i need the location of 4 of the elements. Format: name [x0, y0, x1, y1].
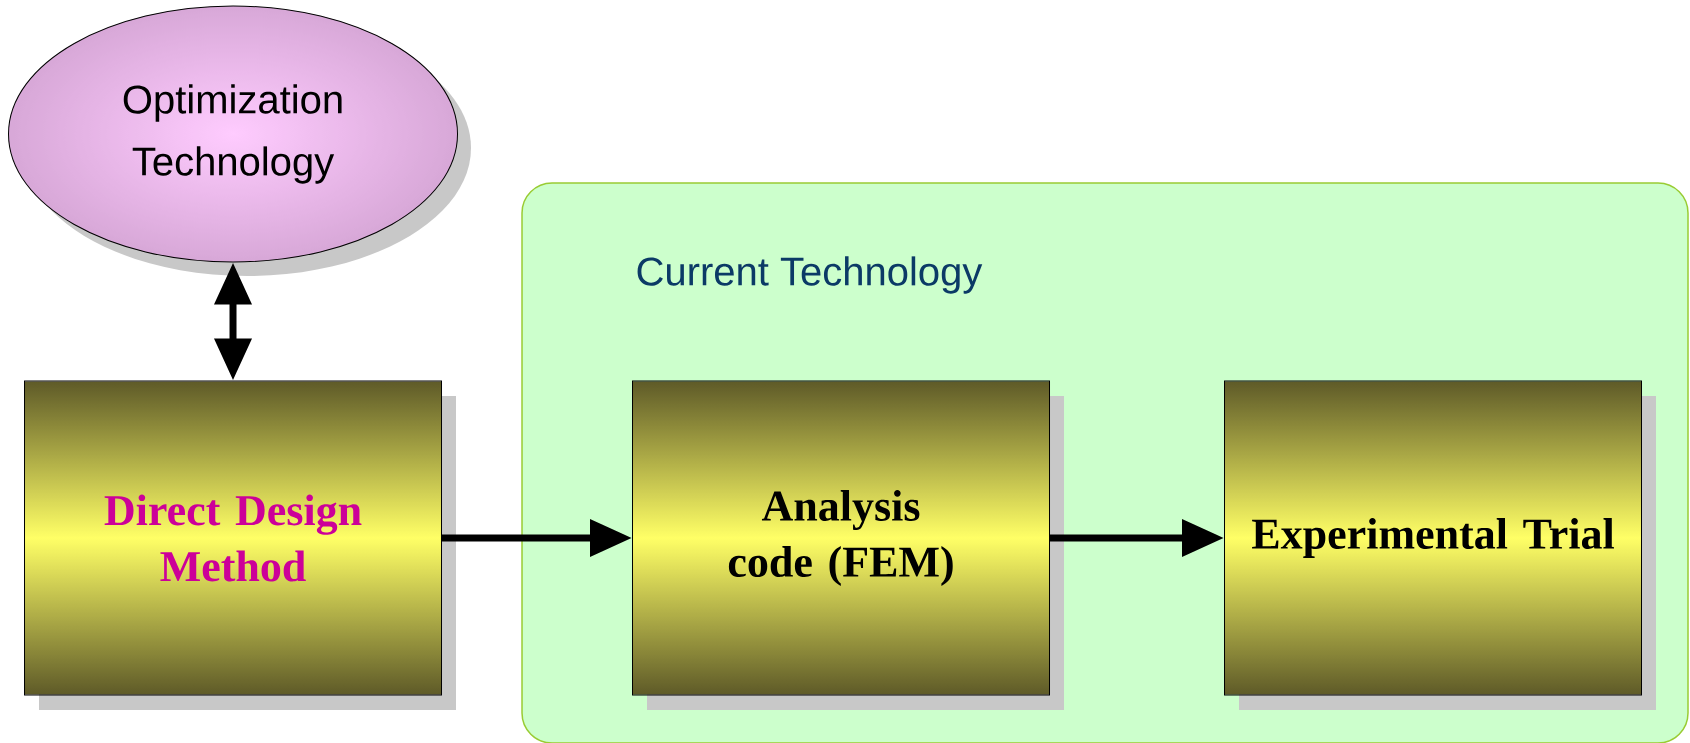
process-box: Direct Design Method: [24, 380, 456, 710]
process-box: Experimental Trial: [1224, 380, 1656, 710]
ellipse-node: Optimization Technology: [8, 5, 471, 276]
process-box: Analysis code (FEM): [632, 380, 1064, 710]
